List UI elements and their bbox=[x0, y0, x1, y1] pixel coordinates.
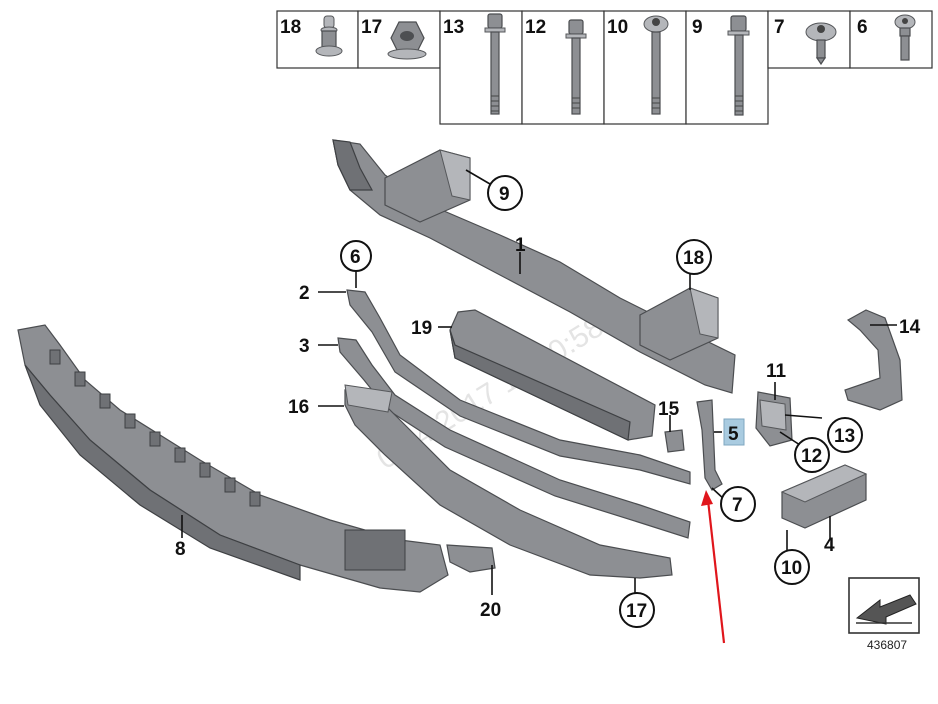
header-label-9: 9 bbox=[692, 17, 703, 38]
header-label-13: 13 bbox=[443, 17, 464, 38]
callout-17-circle bbox=[619, 592, 655, 628]
header-cell-18 bbox=[276, 10, 359, 69]
callout-13-circle bbox=[827, 417, 863, 453]
callout-9-circle bbox=[487, 175, 523, 211]
orientation-box bbox=[848, 577, 920, 634]
header-label-6: 6 bbox=[857, 17, 868, 38]
callout-11: 11 bbox=[766, 361, 787, 382]
part-14-support bbox=[844, 309, 903, 411]
header-label-12: 12 bbox=[525, 17, 546, 38]
part-19-foam-block bbox=[449, 309, 656, 441]
part-2-strip bbox=[346, 289, 691, 485]
hex-nut-icon bbox=[387, 21, 427, 60]
callout-10: 10 bbox=[781, 558, 802, 579]
callout-16: 16 bbox=[288, 397, 309, 418]
hex-bolt-icon bbox=[727, 15, 750, 116]
callout-8: 8 bbox=[175, 539, 186, 560]
red-pointer-arrow bbox=[701, 490, 726, 644]
torx-bolt-icon bbox=[643, 15, 669, 115]
header-cell-12 bbox=[521, 10, 605, 125]
callout-labels: 1 2 3 4 5 6 7 8 9 10 11 12 13 14 15 16 1… bbox=[175, 184, 921, 622]
header-cell-10 bbox=[603, 10, 687, 125]
part-5-bracket bbox=[696, 399, 723, 491]
callout-1: 1 bbox=[515, 235, 526, 256]
callout-12: 12 bbox=[801, 446, 822, 467]
header-cell-6 bbox=[849, 10, 933, 69]
part-8-absorber bbox=[17, 324, 449, 593]
diagram-number: 436807 bbox=[867, 638, 907, 652]
rivet-icon bbox=[315, 15, 343, 57]
callout-19: 19 bbox=[411, 318, 432, 339]
callout-6: 6 bbox=[350, 247, 361, 268]
callout-13: 13 bbox=[834, 426, 855, 447]
header-label-17: 17 bbox=[361, 17, 382, 38]
callout-17: 17 bbox=[626, 601, 647, 622]
callout-9: 9 bbox=[499, 184, 510, 205]
cylinder-screw-icon bbox=[894, 14, 916, 61]
callout-18: 18 bbox=[683, 248, 704, 269]
callout-20: 20 bbox=[480, 600, 501, 621]
callout-18-circle bbox=[676, 239, 712, 275]
callout-6-circle bbox=[340, 240, 372, 272]
part-15-clip bbox=[664, 429, 685, 453]
callout-15: 15 bbox=[658, 399, 680, 420]
header-cell-7 bbox=[767, 10, 851, 69]
part-11-holder bbox=[755, 391, 793, 447]
callout-4: 4 bbox=[824, 535, 835, 556]
header-cell-13 bbox=[439, 10, 523, 125]
callout-10-circle bbox=[774, 549, 810, 585]
callout-2: 2 bbox=[299, 283, 310, 304]
header-label-18: 18 bbox=[280, 17, 301, 38]
callout-circles bbox=[340, 175, 863, 628]
torx-screw-icon bbox=[805, 22, 837, 66]
part-16-deflector bbox=[344, 384, 673, 579]
absorber-ribs bbox=[49, 349, 406, 571]
long-bolt-icon bbox=[484, 13, 506, 115]
collar-bolt-icon bbox=[565, 19, 587, 115]
callout-3: 3 bbox=[299, 336, 310, 357]
part-20-bracket bbox=[446, 544, 496, 573]
fastener-strip: 18 17 13 12 10 9 7 6 bbox=[276, 10, 933, 125]
callout-5: 5 bbox=[728, 424, 739, 445]
header-label-10: 10 bbox=[607, 17, 628, 38]
part-4-pad bbox=[780, 464, 868, 529]
callout-7: 7 bbox=[732, 495, 743, 516]
callout-5-highlight bbox=[723, 418, 745, 446]
callout-14: 14 bbox=[899, 317, 921, 338]
header-cell-9 bbox=[685, 10, 769, 125]
callout-12-circle bbox=[794, 437, 830, 473]
callout-7-circle bbox=[720, 486, 756, 522]
header-label-7: 7 bbox=[774, 17, 785, 38]
